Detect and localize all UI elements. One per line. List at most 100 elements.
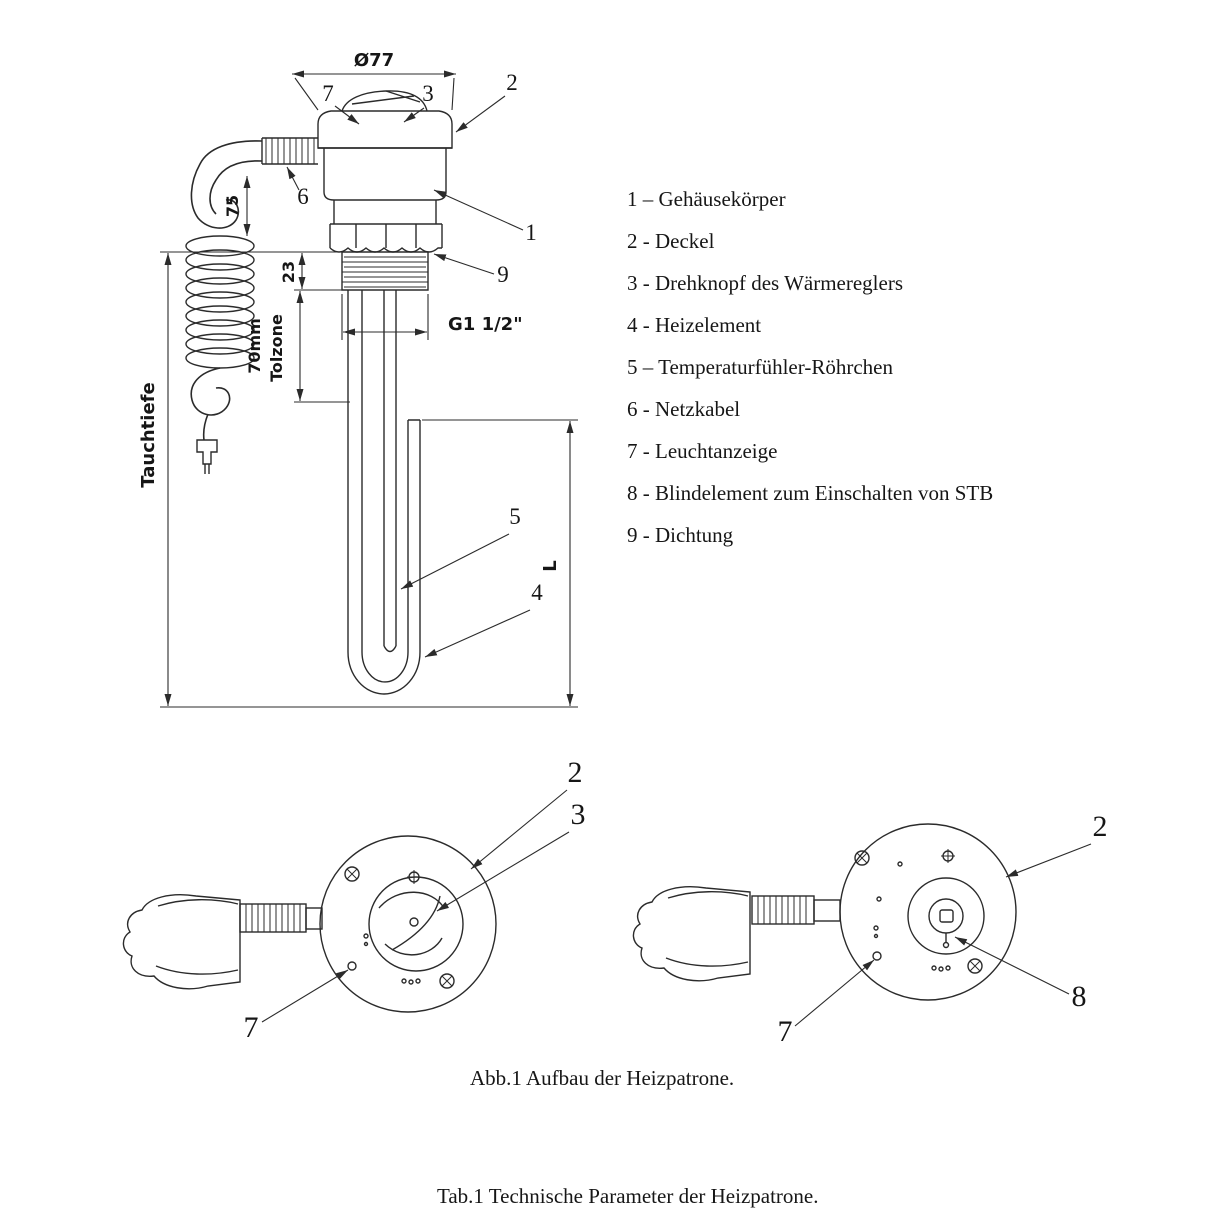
nut-scalloped-bottom bbox=[329, 247, 442, 253]
bottom-view-right bbox=[632, 823, 1017, 1001]
small-mark-2 bbox=[363, 941, 369, 947]
bottom-right-texts: 2 8 7 bbox=[778, 810, 1108, 1048]
leader-9 bbox=[433, 253, 495, 275]
legend: 1 – Gehäusekörper 2 - Deckel 3 - Drehkno… bbox=[627, 178, 993, 556]
leader-4 bbox=[424, 609, 531, 658]
gland-body bbox=[751, 895, 815, 925]
dot-mark-3 bbox=[415, 978, 421, 984]
housing-outline bbox=[323, 148, 447, 201]
callout-right-8: 8 bbox=[1072, 980, 1087, 1013]
dim-label-75: 75 bbox=[223, 195, 242, 217]
main-leader-lines bbox=[286, 95, 531, 658]
screw-circle bbox=[344, 866, 360, 882]
leader-left-2 bbox=[470, 789, 568, 870]
gland-hatch bbox=[245, 904, 301, 932]
knob-facet-lines bbox=[351, 90, 421, 105]
callout-right-2: 2 bbox=[1093, 810, 1108, 843]
gland-body bbox=[239, 903, 307, 933]
dim-ext-tauchtiefe bbox=[160, 251, 578, 708]
dim-label-length: L bbox=[540, 560, 561, 571]
adjuster-mark bbox=[407, 870, 421, 884]
knob-lever-top bbox=[378, 891, 445, 909]
bottom-right-leaders bbox=[794, 843, 1092, 1027]
blind-ring-outer bbox=[907, 877, 985, 955]
callout-left-2: 2 bbox=[568, 756, 583, 789]
leader-left-7 bbox=[261, 969, 349, 1023]
dot-mark-2 bbox=[408, 979, 414, 985]
blind-element-tip bbox=[942, 941, 950, 949]
blind-ring-inner bbox=[928, 898, 964, 934]
callout-main-1: 1 bbox=[525, 220, 537, 245]
callout-main-7: 7 bbox=[322, 81, 334, 106]
screw-top-left bbox=[344, 866, 360, 882]
knob-lever-sweep bbox=[391, 895, 441, 951]
adjuster-cross bbox=[407, 870, 421, 884]
dim-label-tolzone: Tolzone bbox=[267, 314, 286, 382]
sensor-tube bbox=[383, 290, 397, 646]
small-mark-4 bbox=[873, 933, 879, 939]
nut-walls bbox=[329, 224, 443, 248]
leader-1 bbox=[433, 189, 524, 231]
cable-lower-loop bbox=[190, 367, 231, 441]
callout-main-4: 4 bbox=[531, 580, 543, 605]
blind-element bbox=[939, 909, 954, 923]
coiled-cable bbox=[185, 235, 255, 369]
dot-mark-3 bbox=[945, 965, 951, 971]
plug-inner-lines bbox=[155, 899, 239, 975]
screw-circle bbox=[854, 850, 870, 866]
cap-outline bbox=[317, 110, 453, 149]
gland-hatch bbox=[757, 896, 807, 924]
dim-label-thread: G1 1/2" bbox=[448, 314, 523, 335]
dim-ext-thread bbox=[341, 294, 429, 340]
legend-item-3: 3 - Drehknopf des Wärmereglers bbox=[627, 271, 904, 295]
cap-face-circle bbox=[839, 823, 1017, 1001]
knob-dome bbox=[341, 90, 428, 112]
heating-element-left-leg bbox=[347, 290, 363, 652]
leader-2 bbox=[455, 95, 506, 133]
small-mark-1 bbox=[897, 861, 903, 867]
legend-item-5: 5 – Temperaturfühler-Röhrchen bbox=[627, 355, 893, 379]
dim-label-23: 23 bbox=[279, 261, 298, 283]
bottom-left-leaders bbox=[261, 789, 570, 1023]
main-dimensions bbox=[160, 70, 578, 708]
adjuster-cross bbox=[941, 849, 955, 863]
dim-label-diameter: Ø77 bbox=[354, 50, 394, 71]
mains-plug bbox=[122, 894, 241, 990]
leader-right-7 bbox=[794, 959, 875, 1027]
figure-caption: Abb.1 Aufbau der Heizpatrone. bbox=[470, 1066, 735, 1090]
callout-main-5: 5 bbox=[509, 504, 521, 529]
thread-outline bbox=[341, 251, 429, 291]
screw-bottom-right bbox=[967, 958, 983, 974]
legend-item-4: 4 - Heizelement bbox=[627, 313, 762, 337]
sensor-tube-end bbox=[383, 645, 397, 653]
adjuster-mark bbox=[941, 849, 955, 863]
callout-main-3: 3 bbox=[422, 81, 434, 106]
cable-upper-loop bbox=[190, 140, 263, 229]
nut-facet-lines bbox=[355, 224, 417, 248]
knob-circle bbox=[368, 876, 464, 972]
legend-item-2: 2 - Deckel bbox=[627, 229, 715, 253]
callout-left-7: 7 bbox=[244, 1011, 259, 1044]
cable-plug bbox=[196, 439, 218, 474]
small-mark-1 bbox=[363, 933, 369, 939]
legend-item-6: 6 - Netzkabel bbox=[627, 397, 741, 421]
cable-upper-loop-inner bbox=[209, 160, 263, 215]
leader-5 bbox=[400, 533, 510, 590]
bottom-view-left bbox=[122, 835, 497, 1013]
mains-plug bbox=[632, 886, 751, 982]
gland-connector bbox=[813, 899, 841, 922]
gland-connector bbox=[305, 907, 323, 930]
legend-item-9: 9 - Dichtung bbox=[627, 523, 734, 547]
legend-item-7: 7 - Leuchtanzeige bbox=[627, 439, 778, 463]
screw-bottom-right bbox=[439, 973, 455, 989]
dot-mark-1 bbox=[931, 965, 937, 971]
screw-circle bbox=[439, 973, 455, 989]
callout-main-9: 9 bbox=[497, 262, 509, 287]
leader-6 bbox=[286, 166, 300, 191]
table-caption: Tab.1 Technische Parameter der Heizpatro… bbox=[437, 1184, 819, 1208]
dot-mark-2 bbox=[938, 966, 944, 972]
leader-3 bbox=[403, 107, 425, 123]
thread-hatch-lines bbox=[342, 256, 428, 288]
knob-lever-bottom bbox=[384, 937, 443, 956]
